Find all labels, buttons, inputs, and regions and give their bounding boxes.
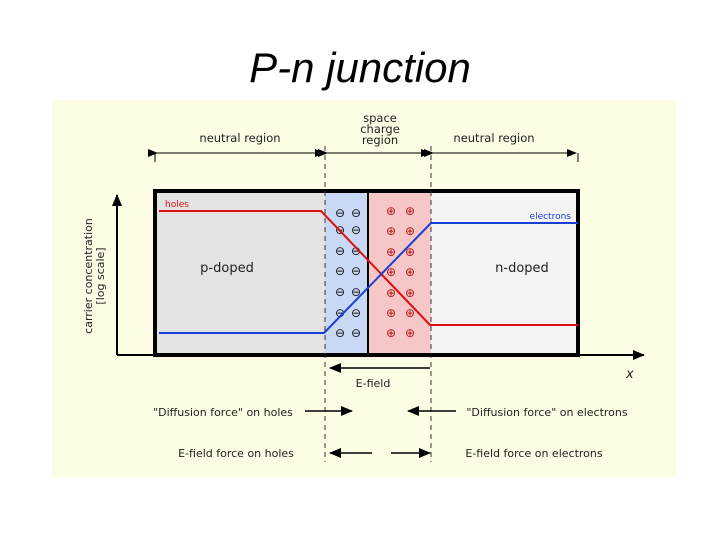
ion-negative: ⊖ <box>351 306 361 320</box>
ion-positive: ⊕ <box>386 265 396 279</box>
ion-positive: ⊕ <box>405 224 415 238</box>
efield-force-electrons-label: E-field force on electrons <box>465 447 602 460</box>
ion-positive: ⊕ <box>386 306 396 320</box>
e-field-label: E-field <box>356 377 391 390</box>
p-doped-label: p-doped <box>200 261 254 276</box>
efield-force-holes-label: E-field force on holes <box>178 447 294 460</box>
ion-positive: ⊕ <box>405 286 415 300</box>
negative-ions: ⊖ ⊖ ⊖ ⊖ ⊖ ⊖ ⊖ ⊖ ⊖ ⊖ ⊖ ⊖ ⊖ ⊖ <box>335 206 361 340</box>
ion-positive: ⊕ <box>405 204 415 218</box>
ion-positive: ⊕ <box>386 204 396 218</box>
ion-negative: ⊖ <box>351 206 361 220</box>
ion-positive: ⊕ <box>386 286 396 300</box>
space-charge-label-line3: region <box>362 133 398 147</box>
depletion-p-side <box>325 191 368 355</box>
ion-negative: ⊖ <box>351 223 361 237</box>
slide-title: P-n junction <box>249 44 471 91</box>
space-charge-label-line2: charge <box>360 122 400 136</box>
ion-negative: ⊖ <box>335 244 345 258</box>
ion-positive: ⊕ <box>405 306 415 320</box>
y-axis-label-line1: carrier concentration <box>82 218 95 334</box>
ion-negative: ⊖ <box>335 326 345 340</box>
neutral-region-left-label: neutral region <box>199 131 280 145</box>
holes-concentration-curve <box>159 210 578 326</box>
ion-positive: ⊕ <box>405 326 415 340</box>
positive-ions: ⊕ ⊕ ⊕ ⊕ ⊕ ⊕ ⊕ ⊕ ⊕ ⊕ ⊕ ⊕ ⊕ ⊕ <box>386 204 415 340</box>
diffusion-force-electrons-label: "Diffusion force" on electrons <box>466 406 628 419</box>
ion-negative: ⊖ <box>335 285 345 299</box>
ion-negative: ⊖ <box>351 244 361 258</box>
n-doped-label: n-doped <box>495 261 549 276</box>
ion-positive: ⊕ <box>405 245 415 259</box>
electrons-label: electrons <box>530 212 572 222</box>
ion-negative: ⊖ <box>351 285 361 299</box>
depletion-n-side <box>368 191 431 355</box>
y-axis-label-line2: [log scale] <box>94 247 107 304</box>
n-region <box>431 191 578 355</box>
diffusion-force-holes-label: "Diffusion force" on holes <box>153 406 293 419</box>
p-region <box>155 191 325 355</box>
ion-negative: ⊖ <box>335 264 345 278</box>
holes-label: holes <box>165 200 189 210</box>
ion-negative: ⊖ <box>351 264 361 278</box>
space-charge-label-line1: space <box>363 111 397 125</box>
ion-positive: ⊕ <box>386 224 396 238</box>
ion-negative: ⊖ <box>335 306 345 320</box>
ion-negative: ⊖ <box>335 206 345 220</box>
x-axis-label: x <box>625 367 634 382</box>
electrons-concentration-curve <box>159 222 578 334</box>
ion-positive: ⊕ <box>386 326 396 340</box>
ion-positive: ⊕ <box>405 265 415 279</box>
neutral-region-right-label: neutral region <box>453 131 534 145</box>
ion-negative: ⊖ <box>351 326 361 340</box>
ion-positive: ⊕ <box>386 245 396 259</box>
